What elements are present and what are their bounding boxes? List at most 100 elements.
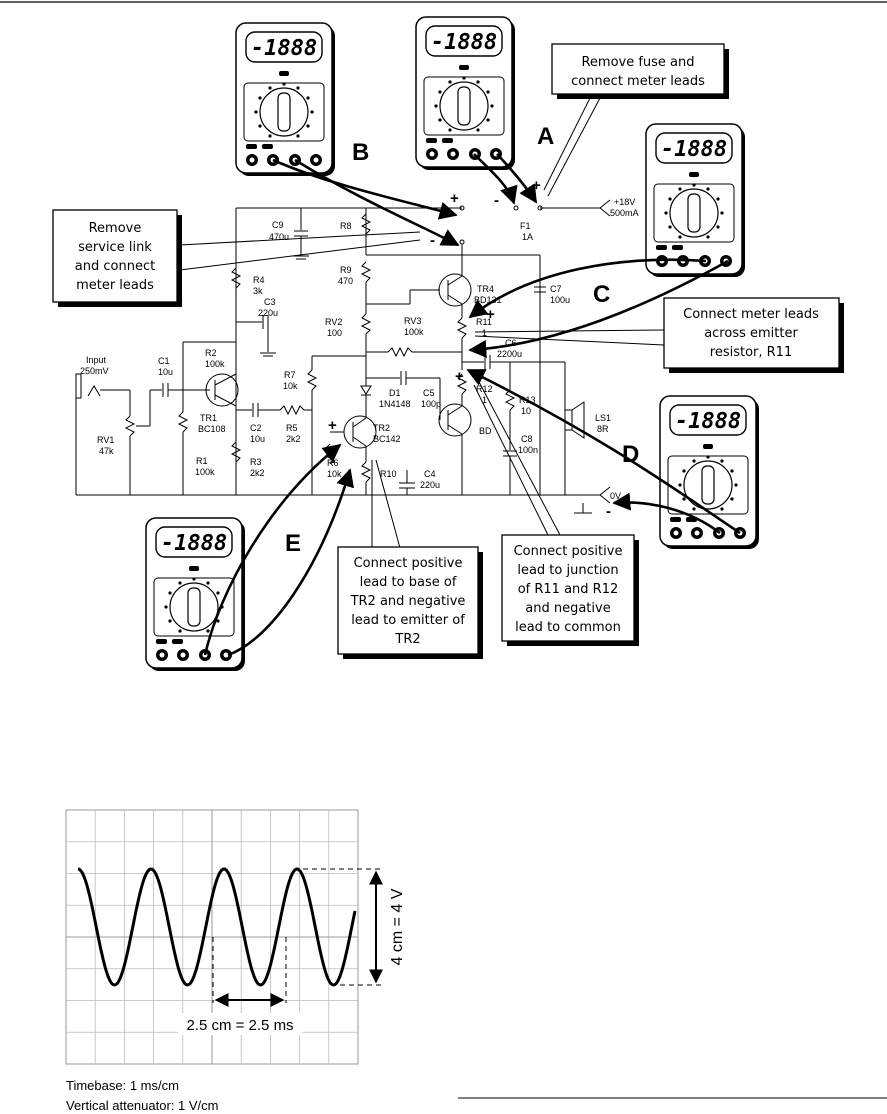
callout-text: meter leads bbox=[76, 278, 154, 293]
plus-sign: + bbox=[328, 417, 337, 434]
callout-text: of R11 and R12 bbox=[518, 582, 619, 597]
value-c1: 10u bbox=[158, 367, 173, 377]
label-c5: C5 bbox=[423, 388, 435, 398]
meter-display: -1888 bbox=[161, 531, 227, 556]
value-r6: 10k bbox=[327, 469, 342, 479]
value-c5: 100p bbox=[421, 399, 441, 409]
label-supply: +18V bbox=[614, 197, 635, 207]
plus-sign: + bbox=[455, 368, 464, 385]
callout-text: and connect bbox=[75, 259, 155, 274]
label-ls1: LS1 bbox=[595, 413, 611, 423]
meter-display: -1888 bbox=[675, 409, 741, 434]
label-r8: R8 bbox=[340, 221, 352, 231]
value-f1: 1A bbox=[522, 232, 533, 242]
meter-display: -1888 bbox=[251, 36, 317, 61]
value-rv3: 100k bbox=[404, 327, 424, 337]
value-c3: 220u bbox=[258, 308, 278, 318]
label-c2: C2 bbox=[250, 423, 262, 433]
label-tr4: TR4 bbox=[477, 284, 494, 294]
label-input: Input bbox=[86, 355, 107, 365]
label-d1: D1 bbox=[389, 388, 401, 398]
polarity-signs: + - - + + - + - + - bbox=[328, 177, 611, 520]
value-r5: 2k2 bbox=[286, 434, 301, 444]
label-rv2: RV2 bbox=[325, 317, 342, 327]
label-tr3: BD bbox=[479, 426, 492, 436]
plus-sign: + bbox=[532, 177, 541, 194]
callout-fuse: Remove fuse and connect meter leads bbox=[551, 43, 729, 99]
point-label-e: E bbox=[285, 530, 301, 557]
callout-text: lead to emitter of bbox=[351, 613, 465, 628]
callout-text: resistor, R11 bbox=[710, 345, 792, 360]
callout-text: TR2 and negative bbox=[350, 594, 466, 609]
value-c4: 220u bbox=[420, 480, 440, 490]
minus-sign: - bbox=[606, 503, 611, 520]
callout-service-link: Remove service link and connect meter le… bbox=[52, 209, 182, 307]
point-label-d: D bbox=[622, 441, 639, 468]
multimeter-d: -1888 bbox=[659, 395, 760, 550]
callout-text: across emitter bbox=[704, 326, 798, 341]
value-tr2: BC142 bbox=[373, 434, 401, 444]
callout-junction: Connect positive lead to junction of R11… bbox=[501, 534, 639, 646]
callout-text: Remove bbox=[89, 221, 142, 236]
label-r9: R9 bbox=[340, 265, 352, 275]
plus-sign: + bbox=[486, 306, 495, 323]
multimeter-b: -1888 bbox=[235, 22, 336, 177]
label-r12: R12 bbox=[476, 384, 493, 394]
label-r2: R2 bbox=[205, 348, 217, 358]
value-c2: 10u bbox=[250, 434, 265, 444]
value-d1: 1N4148 bbox=[379, 399, 411, 409]
callout-text: Connect meter leads bbox=[683, 307, 819, 322]
label-r11: R11 bbox=[476, 317, 492, 327]
label-r3: R3 bbox=[250, 457, 262, 467]
callout-text: lead to junction bbox=[517, 563, 618, 578]
label-c8: C8 bbox=[521, 434, 533, 444]
callout-text: TR2 bbox=[394, 632, 420, 647]
label-rv1: RV1 bbox=[97, 435, 114, 445]
point-label-c: C bbox=[593, 281, 610, 308]
label-r1: R1 bbox=[196, 456, 208, 466]
value-r11: 1 bbox=[482, 328, 487, 338]
label-tr2: TR2 bbox=[373, 423, 390, 433]
callout-text: lead to common bbox=[515, 620, 621, 635]
callout-text: lead to base of bbox=[360, 575, 457, 590]
point-label-a: A bbox=[537, 123, 554, 150]
minus-sign: - bbox=[494, 192, 499, 209]
value-r13: 10 bbox=[521, 406, 531, 416]
value-r12: 1 bbox=[482, 395, 487, 405]
label-tr1: TR1 bbox=[200, 413, 217, 423]
value-c9: 470u bbox=[269, 232, 289, 242]
callout-text: and negative bbox=[525, 601, 610, 616]
callout-emitter: Connect meter leads across emitter resis… bbox=[663, 297, 844, 373]
label-c6: C6 bbox=[505, 338, 517, 348]
vertical-attenuator-setting: Vertical attenuator: 1 V/cm bbox=[66, 1098, 218, 1113]
value-r1: 100k bbox=[195, 467, 215, 477]
label-f1: F1 bbox=[520, 221, 531, 231]
label-r5: R5 bbox=[286, 423, 298, 433]
label-r7: R7 bbox=[284, 370, 296, 380]
label-c4: C4 bbox=[424, 469, 436, 479]
oscilloscope-screen: 4 cm = 4 V 2.5 cm = 2.5 ms bbox=[65, 809, 406, 1065]
amplitude-label: 4 cm = 4 V bbox=[389, 888, 406, 965]
label-rv3: RV3 bbox=[404, 316, 421, 326]
value-c7: 100u bbox=[550, 295, 570, 305]
multimeter-c: -1888 bbox=[645, 123, 746, 278]
minus-sign: - bbox=[330, 453, 335, 470]
minus-sign: - bbox=[430, 232, 435, 249]
circuit bbox=[75, 199, 611, 514]
value-r7: 10k bbox=[283, 381, 298, 391]
callout-text: Connect positive bbox=[354, 556, 463, 571]
label-c7: C7 bbox=[550, 284, 562, 294]
label-r6: R6 bbox=[327, 458, 339, 468]
callout-text: Remove fuse and bbox=[581, 55, 694, 70]
label-zero-volt: 0V bbox=[610, 491, 621, 501]
callout-text: service link bbox=[78, 240, 152, 255]
value-input: 250mV bbox=[80, 366, 109, 376]
point-label-b: B bbox=[352, 139, 369, 166]
callout-text: Connect positive bbox=[514, 544, 623, 559]
plus-sign: + bbox=[450, 190, 459, 207]
callout-tr2: Connect positive lead to base of TR2 and… bbox=[337, 546, 483, 659]
label-c3: C3 bbox=[264, 297, 276, 307]
component-labels: C9 470u R8 R4 3k C3 220u R9 470 RV2 100 … bbox=[80, 197, 639, 501]
label-r4: R4 bbox=[253, 275, 265, 285]
value-tr1: BC108 bbox=[198, 424, 226, 434]
